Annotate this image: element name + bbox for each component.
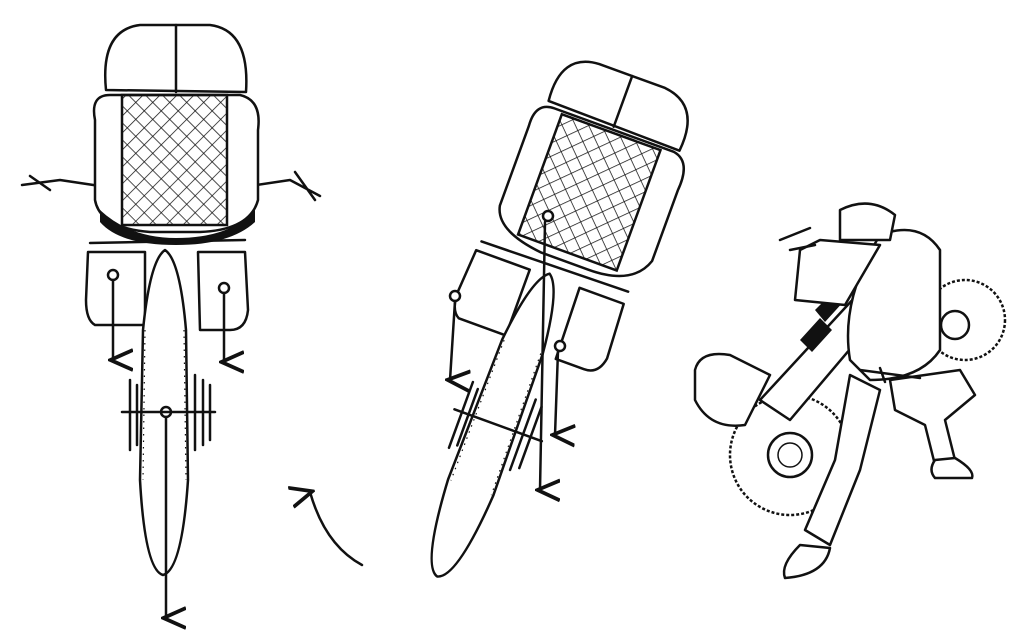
rider-arm — [793, 238, 882, 307]
mesh-pocket — [120, 93, 229, 227]
left-pannier-cog — [106, 268, 120, 282]
lean-direction-arrow — [310, 492, 364, 567]
front-wheel — [430, 272, 555, 578]
pedals — [120, 373, 217, 452]
rack — [480, 240, 630, 293]
handlebar — [778, 226, 817, 252]
rider-left-leg — [803, 373, 882, 547]
left-shoe — [782, 543, 832, 580]
left-pannier-cog — [448, 289, 462, 303]
right-shoe — [930, 456, 974, 480]
center-of-gravity — [541, 209, 555, 223]
rider-lifting-bicycle — [693, 202, 1007, 580]
bicycle-upright — [20, 23, 322, 618]
rider-head — [838, 202, 897, 242]
right-pannier-cog — [553, 339, 567, 353]
right-pannier-cog — [217, 281, 231, 295]
pedals — [447, 380, 544, 472]
right-pannier — [554, 286, 625, 372]
handlebar — [20, 170, 322, 202]
belt — [858, 366, 922, 384]
front-bag — [693, 352, 772, 427]
rack — [88, 238, 247, 245]
backpack-top — [547, 60, 689, 152]
rider-right-leg — [888, 368, 977, 467]
bicycle-leaning — [430, 60, 689, 578]
mesh-pocket — [516, 112, 663, 273]
left-pannier — [84, 250, 147, 327]
